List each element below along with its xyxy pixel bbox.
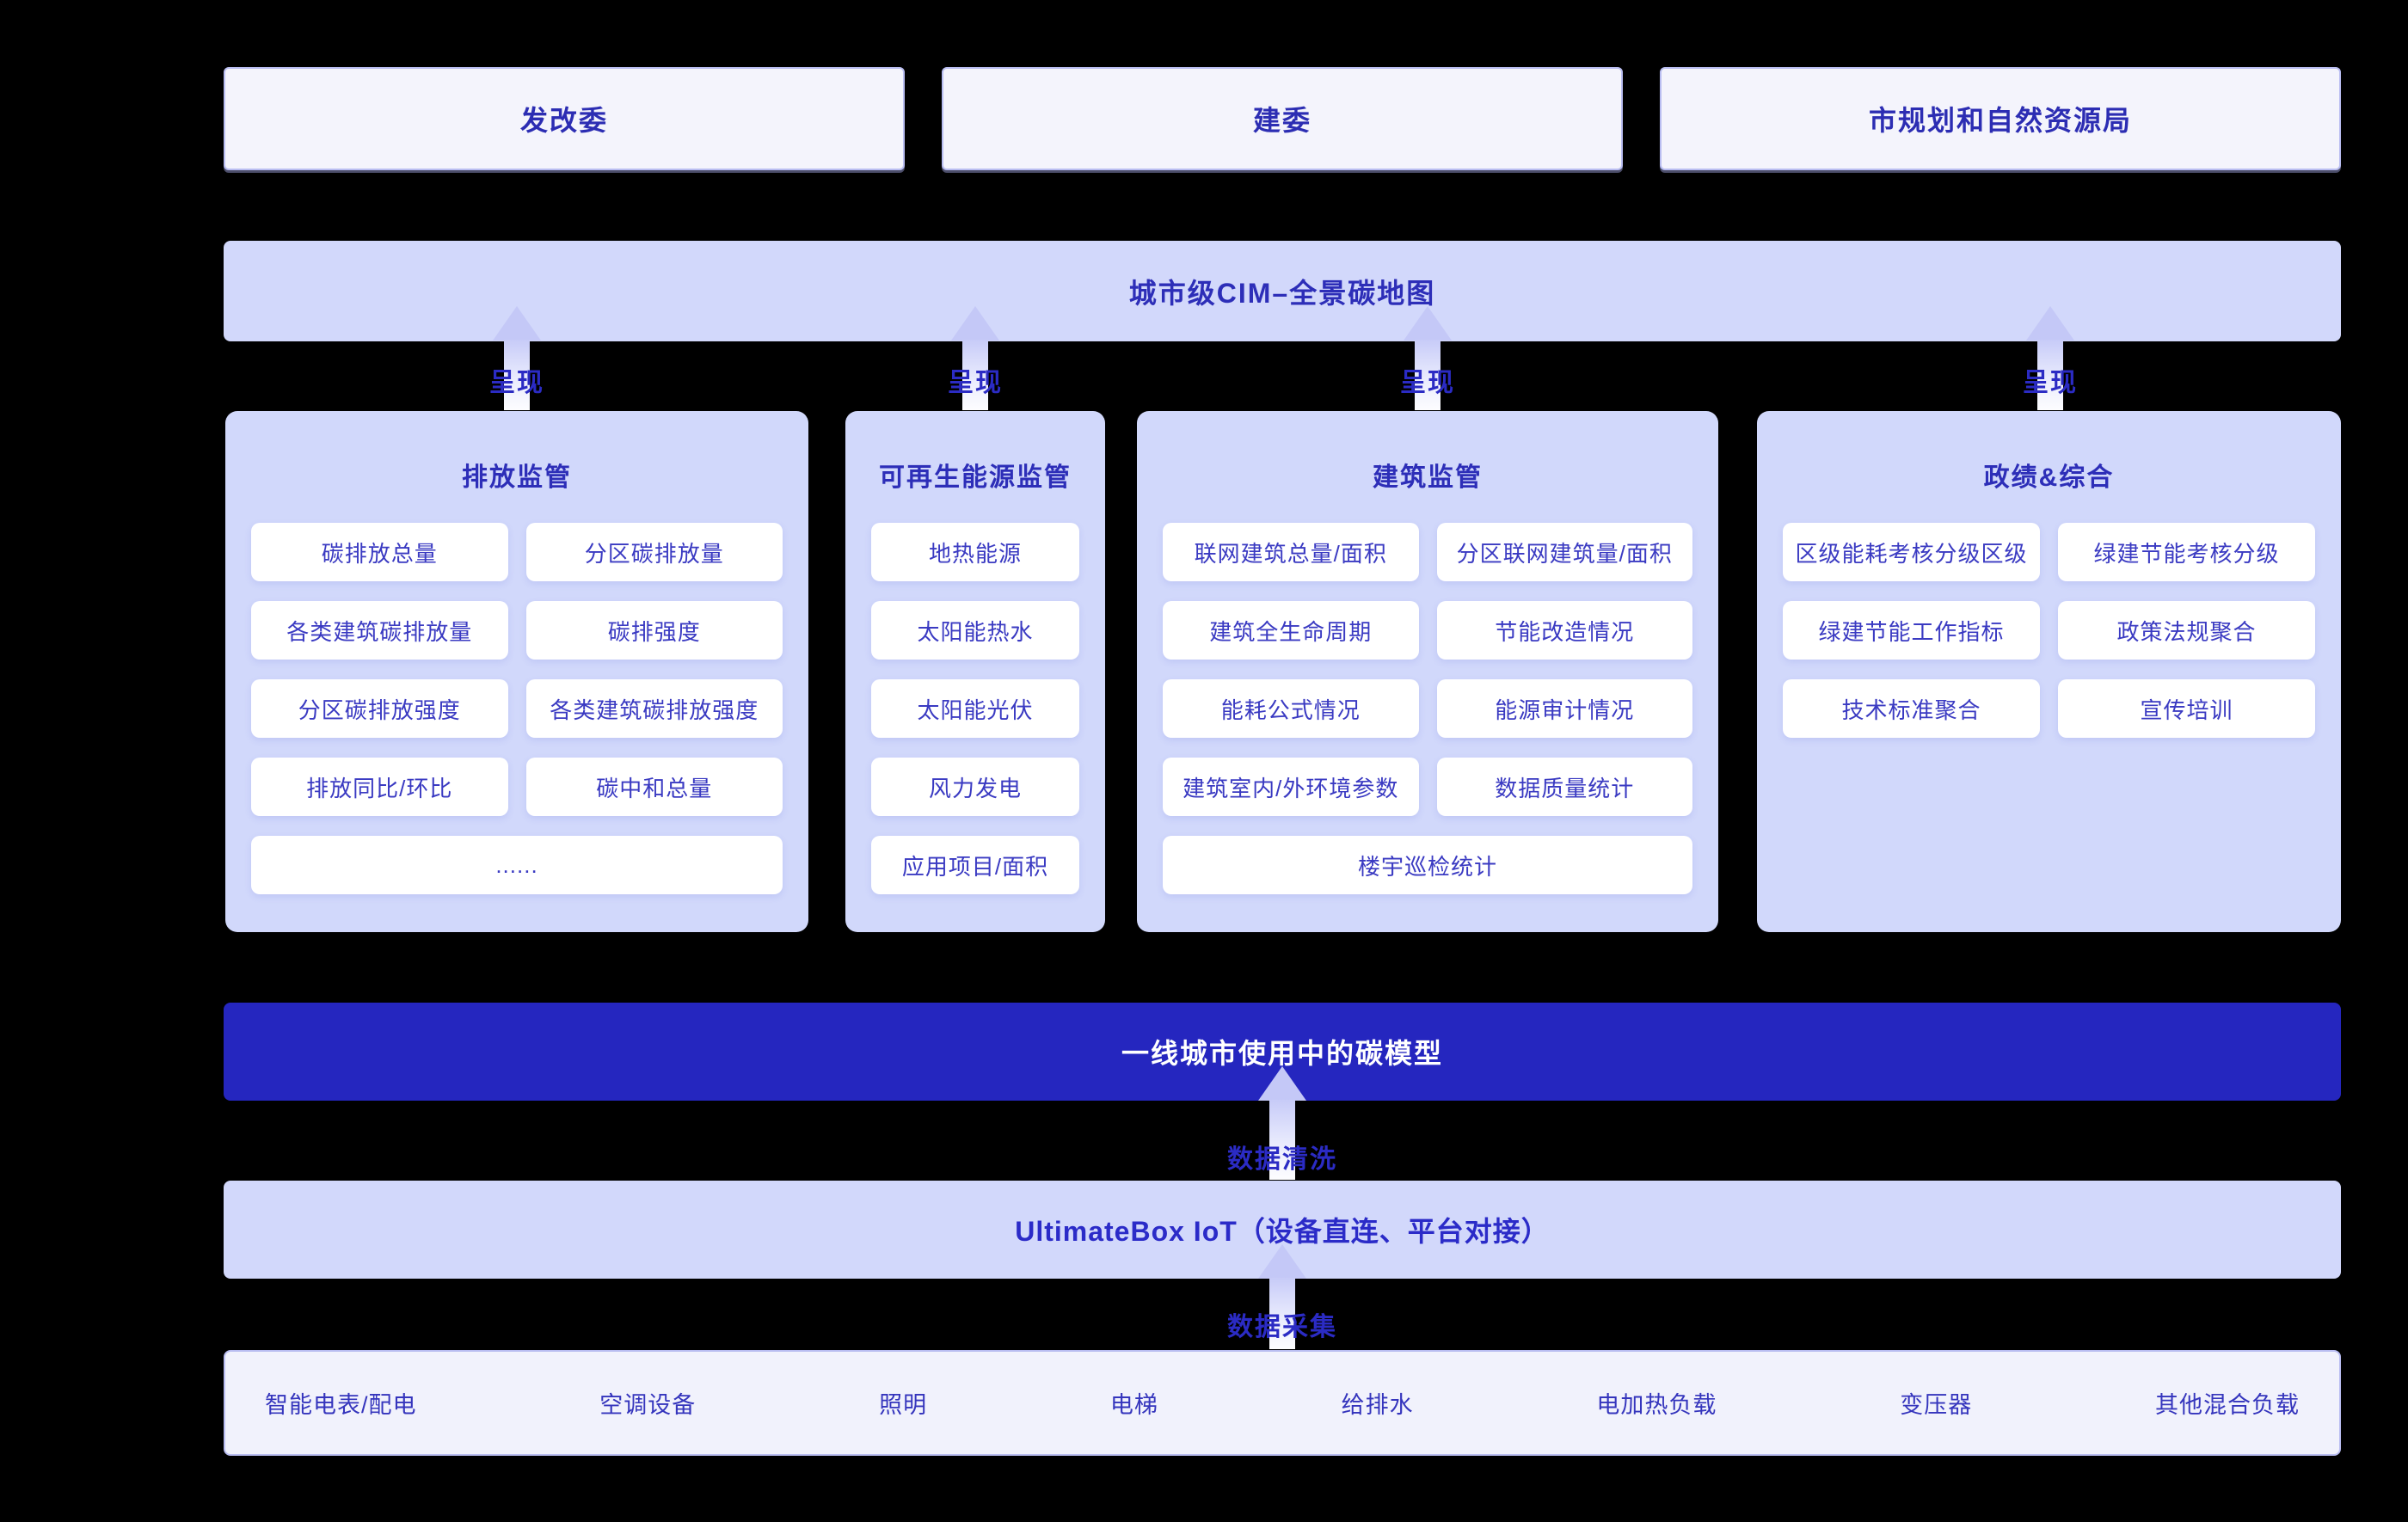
- data-collect-label: 数据采集: [1227, 1313, 1337, 1341]
- arrow-shaft: [962, 340, 988, 410]
- arrow-up-icon: [493, 306, 541, 341]
- panel-item: 建筑室内/外环境参数: [1163, 758, 1419, 816]
- present-arrow-4: 呈现: [2023, 306, 2076, 411]
- arrow-shaft: [1269, 1100, 1295, 1180]
- panel-item: 应用项目/面积: [871, 836, 1079, 894]
- device-bar: 智能电表/配电 空调设备 照明 电梯 给排水 电加热负载 变压器 其他混合负载: [224, 1350, 2341, 1456]
- carbon-model-label: 一线城市使用中的碳模型: [1121, 1038, 1443, 1069]
- panel-emission-supervision: 排放监管 碳排放总量分区碳排放量各类建筑碳排放量碳排强度分区碳排放强度各类建筑碳…: [225, 411, 808, 932]
- present-label: 呈现: [948, 369, 1003, 397]
- panel-item: 区级能耗考核分级区级: [1783, 523, 2040, 581]
- device-list: 智能电表/配电 空调设备 照明 电梯 给排水 电加热负载 变压器 其他混合负载: [225, 1386, 2339, 1420]
- panel-title: 可再生能源监管: [879, 463, 1072, 492]
- panel-building-supervision: 建筑监管 联网建筑总量/面积分区联网建筑量/面积建筑全生命周期节能改造情况能耗公…: [1137, 411, 1718, 932]
- panel-item: 联网建筑总量/面积: [1163, 523, 1419, 581]
- device-label: 智能电表/配电: [265, 1392, 417, 1418]
- panel-item: 绿建节能考核分级: [2058, 523, 2315, 581]
- org-label: 市规划和自然资源局: [1868, 105, 2132, 136]
- panel-item: 政策法规聚合: [2058, 601, 2315, 660]
- device-label: 电梯: [1109, 1392, 1158, 1418]
- panel-title: 排放监管: [462, 463, 572, 492]
- panel-item: 绿建节能工作指标: [1783, 601, 2040, 660]
- present-arrow-1: 呈现: [489, 306, 543, 411]
- panel-renewable-energy-supervision: 可再生能源监管 地热能源太阳能热水太阳能光伏风力发电应用项目/面积: [845, 411, 1105, 932]
- panel-item: 能源审计情况: [1436, 679, 1692, 738]
- panel-item: 太阳能热水: [871, 601, 1079, 660]
- panel-item: 能耗公式情况: [1163, 679, 1419, 738]
- panel-item: 排放同比/环比: [251, 758, 508, 816]
- device-label: 空调设备: [599, 1392, 697, 1418]
- panel-item: 建筑全生命周期: [1163, 601, 1419, 660]
- device-label: 电加热负载: [1596, 1392, 1717, 1418]
- panel-item: 分区联网建筑量/面积: [1436, 523, 1692, 581]
- present-label: 呈现: [489, 369, 544, 397]
- panel-item: 数据质量统计: [1436, 758, 1692, 816]
- panel-item: 各类建筑碳排放强度: [525, 679, 783, 738]
- org-label: 发改委: [519, 105, 608, 136]
- cim-carbon-map-bar: 城市级CIM–全景碳地图: [224, 241, 2341, 341]
- panel-item: 节能改造情况: [1436, 601, 1692, 660]
- present-label: 呈现: [1400, 369, 1455, 397]
- present-arrow-2: 呈现: [948, 306, 1001, 411]
- panel-item: 碳排强度: [525, 601, 783, 660]
- data-clean-arrow: 数据清洗: [1227, 1066, 1336, 1181]
- panel-item: 太阳能光伏: [871, 679, 1079, 738]
- data-clean-label: 数据清洗: [1227, 1145, 1337, 1174]
- device-label: 给排水: [1341, 1392, 1414, 1418]
- data-collect-arrow: 数据采集: [1227, 1244, 1336, 1350]
- org-row: 发改委 建委 市规划和自然资源局: [224, 67, 2341, 170]
- arrow-up-icon: [1258, 1066, 1306, 1101]
- panel-items: 联网建筑总量/面积分区联网建筑量/面积建筑全生命周期节能改造情况能耗公式情况能源…: [1163, 523, 1692, 894]
- org-label: 建委: [1252, 105, 1312, 136]
- panel-item: 技术标准聚合: [1783, 679, 2040, 738]
- panel-title: 政绩&综合: [1983, 463, 2115, 492]
- org-box-fgw: 发改委: [224, 67, 905, 170]
- panel-performance-comprehensive: 政绩&综合 区级能耗考核分级区级绿建节能考核分级绿建节能工作指标政策法规聚合技术…: [1757, 411, 2341, 932]
- panel-item: ......: [251, 836, 783, 894]
- panel-items: 碳排放总量分区碳排放量各类建筑碳排放量碳排强度分区碳排放强度各类建筑碳排放强度排…: [251, 523, 783, 894]
- arrow-up-icon: [951, 306, 999, 341]
- cim-bar-label: 城市级CIM–全景碳地图: [1128, 277, 1436, 309]
- panel-item: 地热能源: [871, 523, 1079, 581]
- device-label: 照明: [879, 1392, 928, 1418]
- arrow-shaft: [1415, 340, 1440, 410]
- panel-item: 碳排放总量: [251, 523, 508, 581]
- arrow-shaft: [1269, 1278, 1295, 1349]
- arrow-up-icon: [2026, 306, 2074, 341]
- org-box-jw: 建委: [942, 67, 1623, 170]
- arrow-shaft: [504, 340, 530, 410]
- present-label: 呈现: [2023, 369, 2078, 397]
- panel-item: 风力发电: [871, 758, 1079, 816]
- present-arrow-3: 呈现: [1400, 306, 1453, 411]
- panel-item: 碳中和总量: [525, 758, 783, 816]
- iot-bar-label: UltimateBox IoT（设备直连、平台对接）: [1015, 1216, 1550, 1247]
- carbon-platform-diagram: 发改委 建委 市规划和自然资源局 城市级CIM–全景碳地图 呈现 呈现 呈现 呈…: [224, 0, 2341, 1522]
- org-box-planning-bureau: 市规划和自然资源局: [1660, 67, 2341, 170]
- arrow-shaft: [2037, 340, 2063, 410]
- panel-item: 各类建筑碳排放量: [251, 601, 508, 660]
- device-label: 其他混合负载: [2154, 1392, 2300, 1418]
- arrow-up-icon: [1404, 306, 1452, 341]
- panel-item: 宣传培训: [2058, 679, 2315, 738]
- arrow-up-icon: [1258, 1244, 1306, 1279]
- panel-item: 分区碳排放量: [525, 523, 783, 581]
- panel-title: 建筑监管: [1373, 463, 1483, 492]
- panel-item: 楼宇巡检统计: [1163, 836, 1692, 894]
- panel-item: 分区碳排放强度: [251, 679, 508, 738]
- panel-items: 地热能源太阳能热水太阳能光伏风力发电应用项目/面积: [871, 523, 1079, 894]
- panel-items: 区级能耗考核分级区级绿建节能考核分级绿建节能工作指标政策法规聚合技术标准聚合宣传…: [1783, 523, 2315, 738]
- device-label: 变压器: [1900, 1392, 1973, 1418]
